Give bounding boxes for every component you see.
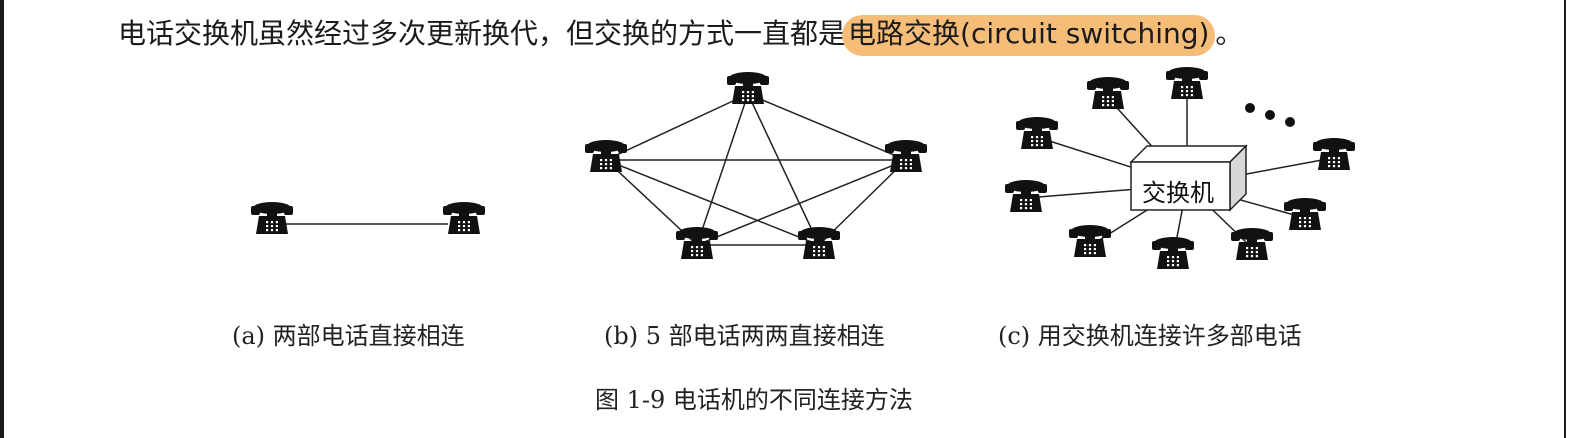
telephone-icon [1313,138,1355,170]
page-left-border [0,0,4,438]
telephone-icon [798,227,840,259]
switch-box [1129,144,1248,212]
telephone-icon [443,202,485,234]
paragraph-prefix: 电话交换机虽然经过多次更新换代，但交换的方式一直都是 [118,17,847,50]
ellipsis-dots [1245,103,1295,127]
highlighted-term[interactable]: 电路交换(circuit switching) [842,15,1216,56]
telephone-icon [585,140,627,172]
caption-a: (a) 两部电话直接相连 [232,322,465,350]
caption-b: (b) 5 部电话两两直接相连 [604,322,885,350]
telephone-icon [1231,228,1273,260]
telephone-icon [251,202,293,234]
paragraph-text: 电话交换机虽然经过多次更新换代，但交换的方式一直都是电路交换(circuit s… [118,12,1243,56]
diagram-b [585,72,927,259]
connection-lines [605,93,907,246]
telephone-icon [727,72,769,104]
telephone-icon [1016,117,1058,149]
telephone-icon [1166,67,1208,99]
telephone-icon [1005,180,1047,212]
telephone-icon [1069,225,1111,257]
diagram-a [251,202,485,234]
switch-label: 交换机 [1142,179,1214,207]
caption-c: (c) 用交换机连接许多部电话 [998,322,1302,350]
page-right-border [1564,0,1566,438]
telephone-icon [676,227,718,259]
telephone-icon [1087,77,1129,109]
figure-title: 图 1-9 电话机的不同连接方法 [595,386,913,414]
paragraph-suffix: 。 [1215,17,1244,50]
diagram-c [1005,67,1355,269]
telephone-icon [885,140,927,172]
telephone-icon [1152,237,1194,269]
